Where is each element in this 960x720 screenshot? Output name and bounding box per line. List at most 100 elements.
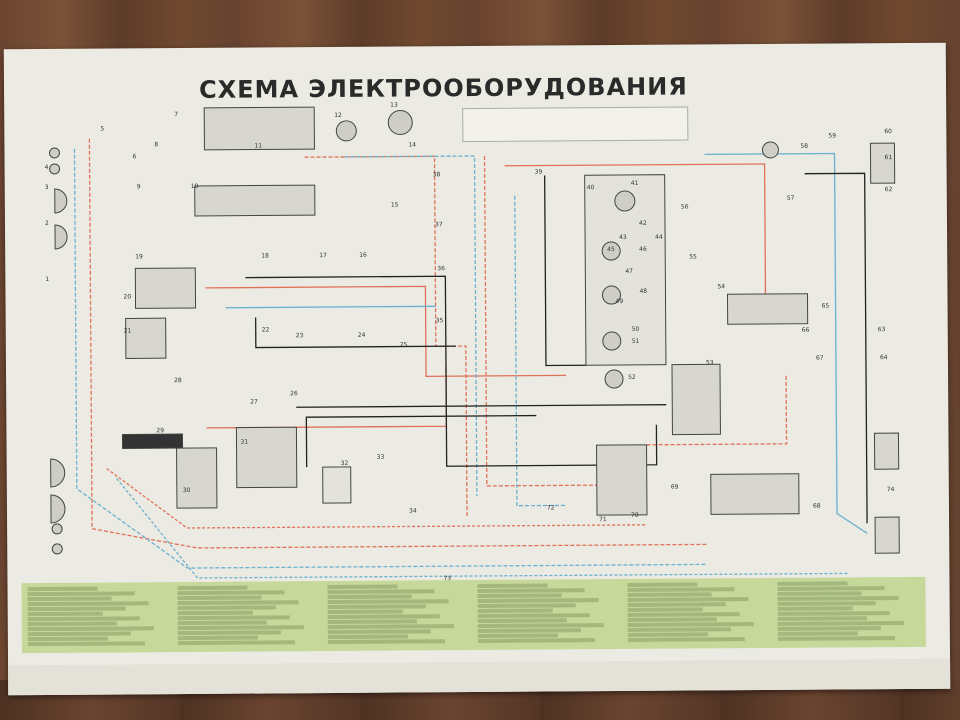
component-number-label: 25 xyxy=(400,341,408,348)
red-wire xyxy=(646,373,788,446)
legend-text-line xyxy=(327,609,403,615)
component-number-label: 38 xyxy=(433,171,441,178)
legend-text-line xyxy=(327,594,412,600)
component-number-label: 58 xyxy=(800,143,808,150)
legend-text-line xyxy=(27,611,103,617)
legend-text-line xyxy=(777,591,862,596)
legend-text-line xyxy=(27,636,108,642)
legend-text-line xyxy=(627,612,740,617)
legend-text-line xyxy=(627,597,749,602)
component-number-label: 23 xyxy=(296,332,304,339)
component-number-label: 21 xyxy=(124,327,132,334)
component-number-label: 48 xyxy=(639,288,647,295)
blue-wire xyxy=(225,305,436,309)
legend-text-line xyxy=(777,581,848,586)
legend-text-line xyxy=(177,640,295,646)
headlight-left-bottom-2 xyxy=(50,494,66,524)
component-number-label: 39 xyxy=(535,169,543,176)
legend-text-line xyxy=(177,635,258,641)
legend-text-line xyxy=(777,611,890,616)
legend-text-line xyxy=(777,586,885,591)
component-number-label: 53 xyxy=(706,359,714,366)
lamp-indicator xyxy=(49,163,61,175)
legend-text-line xyxy=(477,608,553,614)
gauge-41 xyxy=(614,190,636,212)
legend-text-line xyxy=(327,599,449,605)
component-number-label: 14 xyxy=(408,141,416,148)
motor-block-30 xyxy=(176,447,218,509)
gauge-49 xyxy=(601,285,621,305)
legend-text-line xyxy=(327,639,445,645)
black-wire xyxy=(296,404,667,408)
component-number-label: 3 xyxy=(45,184,49,191)
wiring-poster: СХЕМА ЭЛЕКТРООБОРУДОВАНИЯ xyxy=(3,42,951,696)
component-number-label: 7 xyxy=(174,111,178,118)
red-wire xyxy=(88,138,708,549)
legend-column xyxy=(777,581,917,644)
legend-text-line xyxy=(27,626,154,632)
lamp-indicator xyxy=(51,523,63,535)
starter-block-31 xyxy=(235,426,298,489)
component-number-label: 35 xyxy=(436,317,444,324)
component-number-label: 15 xyxy=(391,202,399,209)
legend-text-line xyxy=(777,596,899,601)
legend-text-line xyxy=(627,637,745,642)
legend-text-line xyxy=(777,621,904,626)
blue-wire xyxy=(73,148,708,569)
component-number-label: 36 xyxy=(437,265,445,272)
component-number-label: 47 xyxy=(625,268,633,275)
component-number-label: 19 xyxy=(135,253,143,260)
component-number-label: 65 xyxy=(822,303,830,310)
component-number-label: 32 xyxy=(341,460,349,467)
legend-text-line xyxy=(477,618,567,624)
component-number-label: 22 xyxy=(262,326,270,333)
component-number-label: 37 xyxy=(435,221,443,228)
legend-text-line xyxy=(327,619,417,625)
legend-text-line xyxy=(627,617,717,622)
component-number-label: 4 xyxy=(45,164,49,171)
black-wire xyxy=(305,414,537,468)
legend-text-line xyxy=(327,614,440,620)
legend-text-line xyxy=(777,636,895,641)
legend-text-line xyxy=(477,633,558,639)
blue-wire xyxy=(514,195,567,507)
component-number-label: 16 xyxy=(359,252,367,259)
legend-text-line xyxy=(477,598,599,604)
motor-12 xyxy=(335,120,357,142)
legend-text-line xyxy=(477,593,562,599)
blue-wire xyxy=(116,478,848,579)
legend-text-line xyxy=(477,588,585,594)
legend-text-line xyxy=(327,629,431,635)
legend-text-line xyxy=(627,622,754,627)
component-number-label: 67 xyxy=(816,355,824,362)
legend-text-line xyxy=(27,601,149,607)
rear-light-block-bottom xyxy=(874,516,900,554)
black-wire xyxy=(544,175,586,367)
headlight-relay xyxy=(134,267,197,309)
relay-32 xyxy=(322,466,352,504)
component-number-label: 42 xyxy=(639,220,647,227)
switch-block-53 xyxy=(671,363,721,436)
legend-text-line xyxy=(177,600,299,606)
component-number-label: 2 xyxy=(45,220,49,227)
component-number-label: 73 xyxy=(443,575,451,582)
component-number-label: 56 xyxy=(681,204,689,211)
legend-text-line xyxy=(777,601,876,606)
component-number-label: 1 xyxy=(45,276,49,283)
headlight-left-top xyxy=(54,188,68,214)
component-number-label: 49 xyxy=(616,298,624,305)
fuse-block-68 xyxy=(710,473,800,515)
legend-text-line xyxy=(177,610,253,616)
fuse-box xyxy=(203,106,315,151)
component-number-label: 66 xyxy=(802,327,810,334)
headlight-left-bottom-1 xyxy=(50,458,66,488)
battery xyxy=(121,433,184,449)
legend-text-line xyxy=(177,625,304,631)
component-number-label: 68 xyxy=(813,503,821,510)
coil-block xyxy=(125,317,167,359)
component-number-label: 11 xyxy=(254,142,262,149)
rear-light-block-74 xyxy=(873,432,900,470)
component-number-label: 8 xyxy=(154,141,158,148)
component-number-label: 34 xyxy=(409,507,417,514)
